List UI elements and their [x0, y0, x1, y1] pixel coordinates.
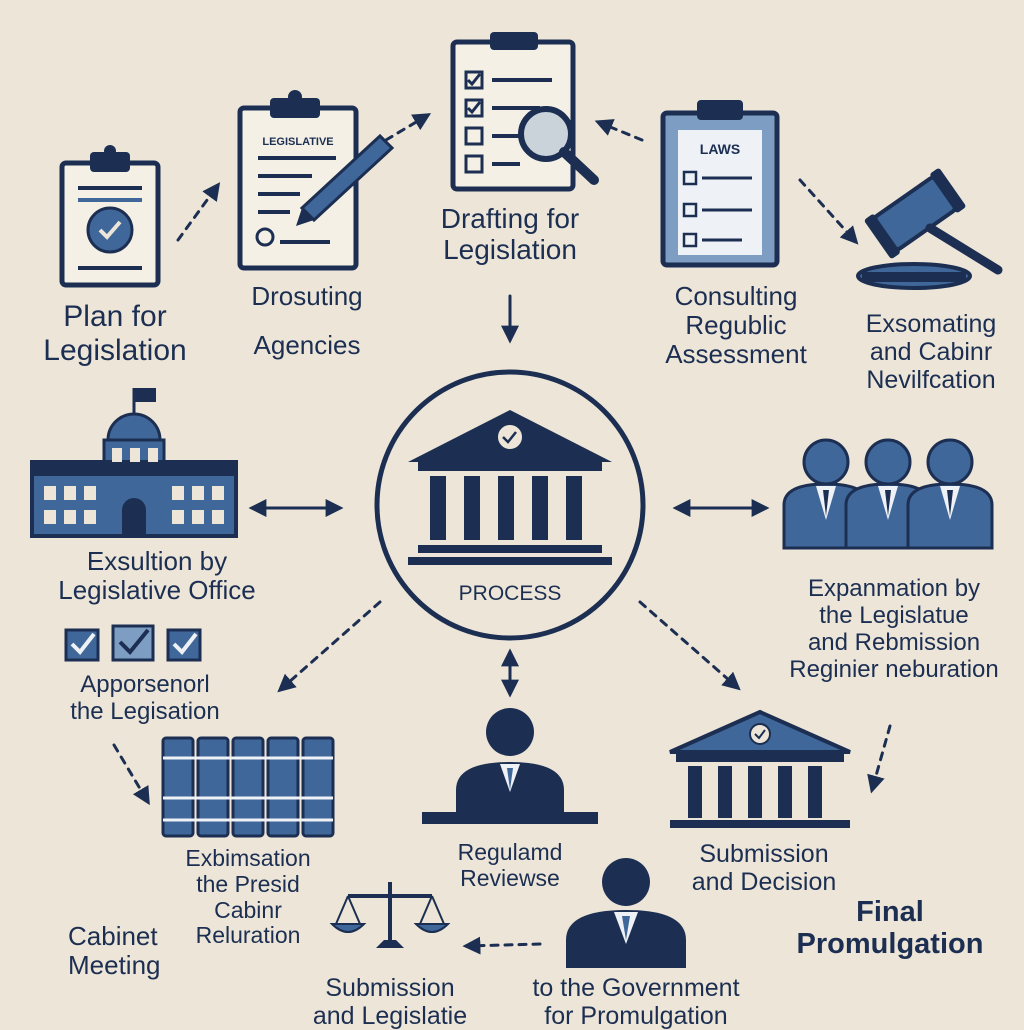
government-official-icon — [566, 858, 686, 968]
gavel-icon — [856, 168, 1003, 290]
flow-connectors — [112, 113, 892, 955]
reviewer-official-icon — [422, 708, 598, 824]
approval-checkboxes-icon — [64, 624, 202, 662]
clipboard-check-icon — [59, 145, 161, 288]
legislative-document-icon — [237, 90, 395, 271]
center-process-label: PROCESS — [458, 582, 562, 605]
doc-laws-label: LAWS — [699, 141, 741, 157]
legislative-office-building-icon — [30, 388, 238, 538]
government-building-icon — [669, 709, 851, 828]
binders-icon — [161, 736, 335, 838]
step-consulting-agencies-label: Drosuting Agencies — [251, 281, 363, 361]
process-center-icon — [374, 369, 646, 641]
officials-group-icon — [782, 438, 994, 550]
laws-clipboard-icon — [660, 100, 780, 268]
checklist-magnifier-icon — [450, 32, 599, 192]
doc-legislative-label: LEGISLATIVE — [262, 136, 334, 148]
scales-of-justice-icon — [329, 882, 451, 948]
